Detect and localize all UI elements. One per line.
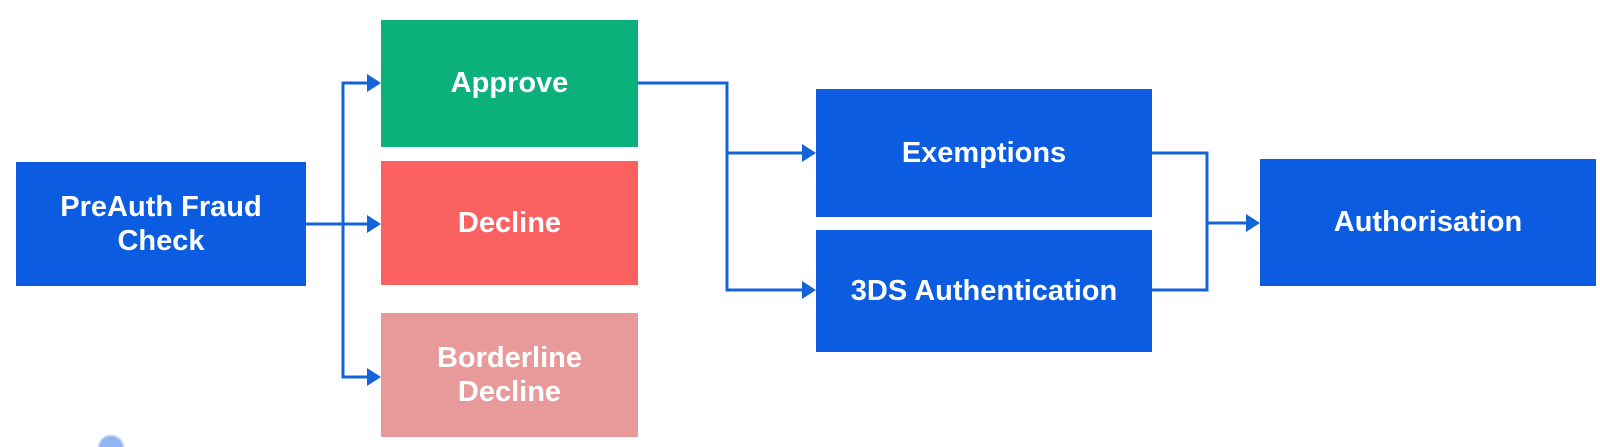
node-label: Authorisation [1333, 206, 1523, 239]
node-label: PreAuth Fraud Check [60, 190, 262, 257]
node-exemptions[interactable]: Exemptions [816, 89, 1152, 217]
edge-preauth-to-approve [306, 81, 372, 226]
edge-exemptions-to-authorisation [1152, 151, 1251, 225]
arrowhead-approve-to-exemptions [802, 144, 816, 162]
page-corner-dot-icon [97, 434, 125, 447]
arrowhead-preauth-to-borderline-decline [367, 368, 381, 386]
node-authorisation[interactable]: Authorisation [1260, 159, 1596, 286]
edge-approve-to-3ds-authentication [725, 153, 807, 292]
edge-preauth-to-borderline-decline [306, 222, 372, 379]
node-decline[interactable]: Decline [381, 161, 638, 285]
node-label: Decline [457, 206, 562, 239]
node-3ds-authentication[interactable]: 3DS Authentication [816, 230, 1152, 352]
node-label: Exemptions [901, 136, 1067, 169]
edge-approve-to-exemptions [638, 81, 807, 155]
node-label: 3DS Authentication [850, 274, 1118, 307]
arrowhead-preauth-to-approve [367, 74, 381, 92]
node-preauth-fraud-check[interactable]: PreAuth Fraud Check [16, 162, 306, 286]
node-label: Borderline Decline [436, 341, 583, 408]
node-borderline-decline[interactable]: Borderline Decline [381, 313, 638, 437]
edge-3ds-authentication-to-authorisation [1152, 223, 1209, 292]
node-approve[interactable]: Approve [381, 20, 638, 147]
arrowhead-preauth-to-decline [367, 215, 381, 233]
node-label: Approve [450, 67, 569, 100]
arrowhead-approve-to-3ds-authentication [802, 281, 816, 299]
arrowhead-exemptions-to-authorisation [1246, 214, 1260, 232]
